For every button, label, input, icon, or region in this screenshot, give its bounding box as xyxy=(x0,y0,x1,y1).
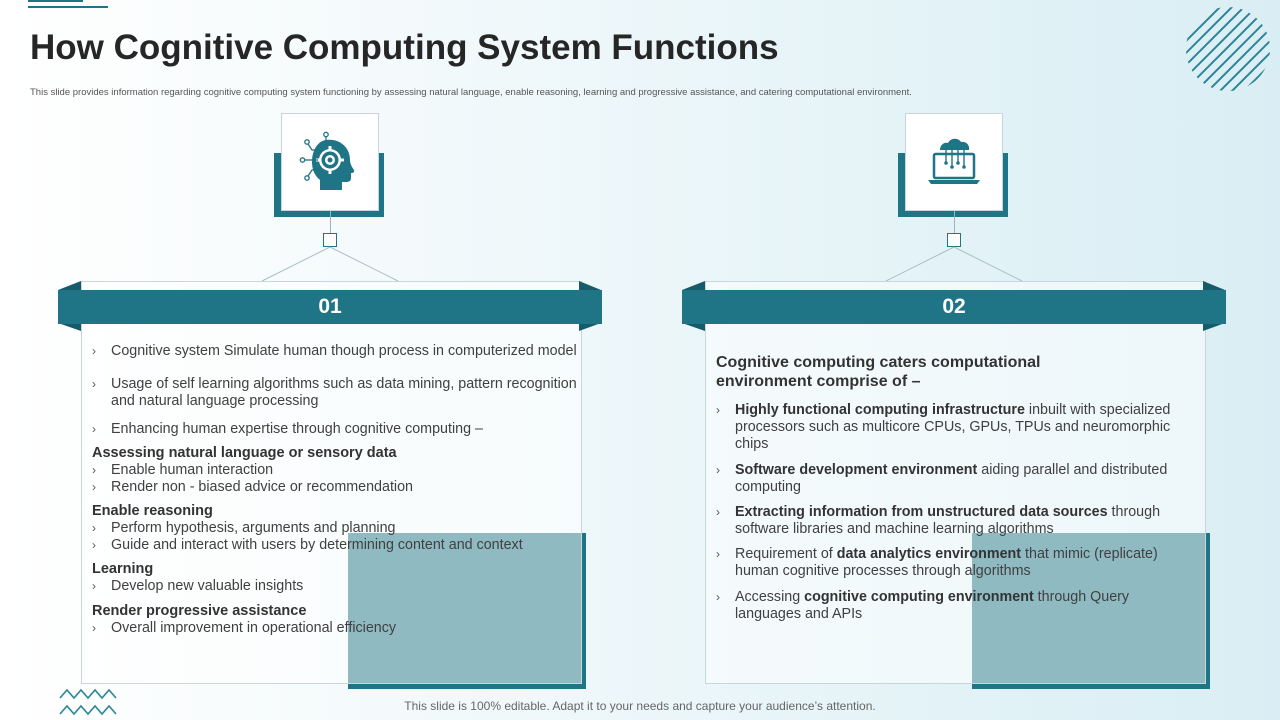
list-item: ›Extracting information from unstructure… xyxy=(716,504,1161,537)
section-heading: Cognitive computing caters computational… xyxy=(716,354,1041,390)
top-accent-line xyxy=(28,0,83,2)
connector-square-left xyxy=(323,233,337,247)
chevron-right-icon: › xyxy=(92,579,96,593)
top-accent-line-2 xyxy=(28,6,108,8)
chevron-right-icon: › xyxy=(716,547,720,561)
panel-right xyxy=(705,281,1206,684)
hatched-circle-decoration xyxy=(1186,7,1270,91)
section-heading: Learning xyxy=(92,561,154,577)
list-item: ›Render non - biased advice or recommend… xyxy=(92,479,413,495)
step-number-band-right: 02 xyxy=(682,290,1226,324)
list-item: ›Overall improvement in operational effi… xyxy=(92,620,397,636)
chevron-right-icon: › xyxy=(92,538,96,552)
chevron-right-icon: › xyxy=(716,463,720,477)
chevron-right-icon: › xyxy=(92,344,96,358)
chevron-right-icon: › xyxy=(92,422,96,436)
cloud-laptop-icon xyxy=(928,138,980,184)
chevron-right-icon: › xyxy=(92,463,96,477)
connector-fan-left xyxy=(261,246,399,282)
connector-square-right xyxy=(947,233,961,247)
icon-box-left xyxy=(281,113,379,211)
section-heading: Assessing natural language or sensory da… xyxy=(92,445,397,461)
footer-note: This slide is 100% editable. Adapt it to… xyxy=(404,699,876,713)
chevron-right-icon: › xyxy=(92,480,96,494)
brain-gear-icon xyxy=(299,131,355,190)
list-item: ›Cognitive system Simulate human though … xyxy=(92,343,577,359)
step-number-band-left: 01 xyxy=(58,290,602,324)
chevron-right-icon: › xyxy=(716,403,720,417)
connector-line-left xyxy=(330,211,331,233)
list-item: ›Usage of self learning algorithms such … xyxy=(92,376,577,409)
section-heading: Render progressive assistance xyxy=(92,603,307,619)
panel-right-content: Cognitive computing caters computational… xyxy=(716,353,1186,623)
list-item: ›Perform hypothesis, arguments and plann… xyxy=(92,520,396,536)
chevron-right-icon: › xyxy=(716,590,720,604)
list-item: ›Accessing cognitive computing environme… xyxy=(716,589,1130,622)
panel-left-content: ›Cognitive system Simulate human though … xyxy=(92,343,578,637)
connector-line-right xyxy=(954,211,955,233)
chevron-right-icon: › xyxy=(716,505,720,519)
list-item: ›Software development environment aiding… xyxy=(716,462,1168,495)
list-item: ›Requirement of data analytics environme… xyxy=(716,546,1158,579)
zigzag-decoration xyxy=(59,688,117,716)
chevron-right-icon: › xyxy=(92,521,96,535)
panel-left xyxy=(81,281,582,684)
section-heading: Enable reasoning xyxy=(92,503,213,519)
icon-box-right xyxy=(905,113,1003,211)
list-item: ›Highly functional computing infrastruct… xyxy=(716,402,1171,452)
page-title: How Cognitive Computing System Functions xyxy=(30,28,779,67)
page-subtitle: This slide provides information regardin… xyxy=(30,87,912,98)
list-item: ›Enhancing human expertise through cogni… xyxy=(92,421,483,437)
connector-fan-right xyxy=(885,246,1023,282)
chevron-right-icon: › xyxy=(92,621,96,635)
list-item: ›Enable human interaction xyxy=(92,462,274,478)
chevron-right-icon: › xyxy=(92,377,96,391)
list-item: ›Guide and interact with users by determ… xyxy=(92,537,523,553)
list-item: ›Develop new valuable insights xyxy=(92,578,304,594)
